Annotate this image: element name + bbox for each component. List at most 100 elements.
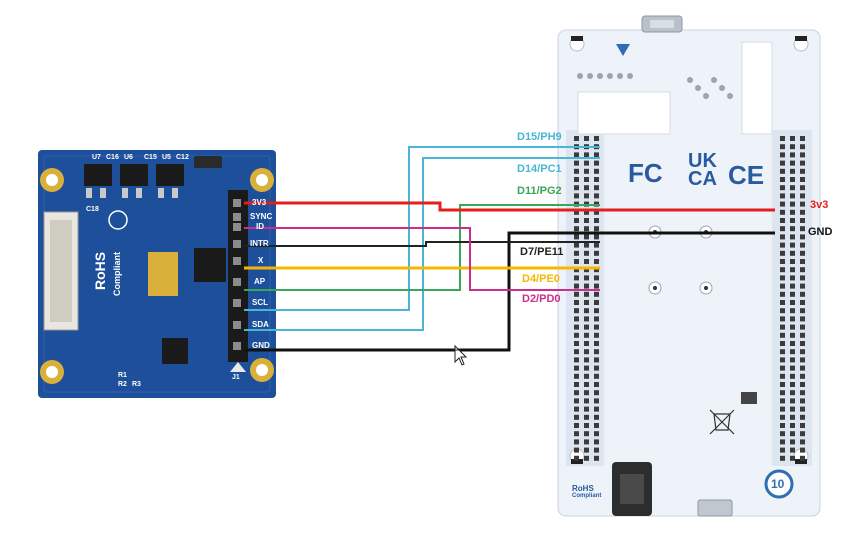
- header-pin: [790, 168, 795, 174]
- label-gnd: GND: [808, 226, 833, 238]
- pad: [607, 73, 613, 79]
- header-pin: [780, 447, 785, 453]
- silk-j1: J1: [232, 374, 240, 381]
- header-pin: [594, 226, 599, 232]
- header-pin: [790, 267, 795, 273]
- header-pin: [800, 406, 805, 412]
- sensor-rohs-mark: RoHS: [92, 251, 108, 290]
- header-pin: [594, 439, 599, 445]
- header-pin: [594, 414, 599, 420]
- header-pin: [594, 406, 599, 412]
- silk-c16: C16: [106, 154, 119, 161]
- header-pin: [800, 316, 805, 322]
- sensor-header-pin: [233, 321, 241, 329]
- header-pin: [584, 324, 589, 330]
- pin-label-scl: SCL: [252, 298, 268, 307]
- header-pin: [790, 144, 795, 150]
- header-pin: [584, 398, 589, 404]
- label-d7-pe11: D7/PE11: [520, 246, 564, 258]
- header-pin: [790, 259, 795, 264]
- header-pin: [790, 341, 795, 346]
- ukca-logo-bottom: CA: [688, 168, 717, 190]
- header-pin: [584, 168, 589, 174]
- header-pin: [800, 267, 805, 273]
- header-pin: [780, 341, 785, 346]
- pad: [687, 77, 693, 83]
- header-pin: [574, 398, 579, 404]
- header-pin: [594, 349, 599, 355]
- header-pin: [574, 193, 579, 199]
- header-pin: [574, 308, 579, 314]
- header-pin: [800, 234, 805, 240]
- header-pin: [584, 382, 589, 387]
- header-pin: [800, 455, 805, 461]
- silk-u6: U6: [124, 154, 133, 161]
- header-pin: [574, 242, 579, 248]
- header-pin: [800, 414, 805, 420]
- header-pin: [594, 365, 599, 371]
- header-pin: [800, 357, 805, 363]
- header-pin: [800, 160, 805, 166]
- header-pin: [584, 431, 589, 437]
- header-pin: [594, 431, 599, 437]
- header-pin: [594, 242, 599, 248]
- header-pin: [594, 234, 599, 240]
- header-pin: [790, 414, 795, 420]
- header-pin: [584, 267, 589, 273]
- header-pin: [780, 201, 785, 207]
- header-pin: [594, 291, 599, 297]
- sensor-header-pin: [233, 199, 241, 207]
- header-pin: [574, 382, 579, 387]
- label-d4-pe0: D4/PE0: [522, 273, 560, 285]
- wire-d14-pc1: [244, 157, 600, 331]
- header-pin: [790, 177, 795, 182]
- header-pin: [780, 152, 785, 158]
- header-pin: [780, 455, 785, 461]
- header-pin: [584, 291, 589, 297]
- header-pin: [584, 226, 589, 232]
- header-pin: [780, 365, 785, 371]
- sensor-header-pins: [233, 199, 241, 350]
- header-pin: [790, 160, 795, 166]
- label-d14-pc1: D14/PC1: [517, 163, 562, 175]
- header-pin: [780, 382, 785, 387]
- header-pin: [800, 168, 805, 174]
- header-pin: [790, 439, 795, 445]
- header-pin: [780, 160, 785, 166]
- label-d15-ph9: D15/PH9: [517, 131, 562, 143]
- header-pin: [800, 291, 805, 297]
- header-pin: [574, 177, 579, 182]
- header-pin: [780, 275, 785, 281]
- header-pin: [574, 234, 579, 240]
- header-pin: [780, 332, 785, 338]
- header-pin: [780, 177, 785, 182]
- header-pin: [594, 455, 599, 461]
- wire-3v3: [244, 201, 775, 212]
- header-pin: [800, 275, 805, 281]
- pin-label-sync: SYNC: [250, 212, 273, 221]
- header-pin: [584, 250, 589, 256]
- header-pin: [574, 136, 579, 141]
- header-pin: [800, 193, 805, 199]
- header-pin: [800, 177, 805, 182]
- header-pin: [594, 136, 599, 141]
- header-pin: [780, 136, 785, 141]
- silk-r1: R1: [118, 372, 127, 379]
- header-pin: [800, 185, 805, 191]
- wire-gnd: [244, 231, 775, 352]
- header-pin: [790, 431, 795, 437]
- header-pin: [574, 168, 579, 174]
- header-pin: [790, 382, 795, 387]
- header-pin: [780, 316, 785, 322]
- header-pin: [594, 259, 599, 264]
- header-pin: [574, 341, 579, 346]
- header-pin: [800, 373, 805, 379]
- header-pin: [584, 447, 589, 453]
- header-pin: [800, 447, 805, 453]
- header-pin: [574, 283, 579, 289]
- header-pin: [574, 455, 579, 461]
- wire-d7-pe11: [244, 241, 600, 247]
- header-pin: [790, 423, 795, 428]
- label-d2-pd0: D2/PD0: [522, 293, 561, 305]
